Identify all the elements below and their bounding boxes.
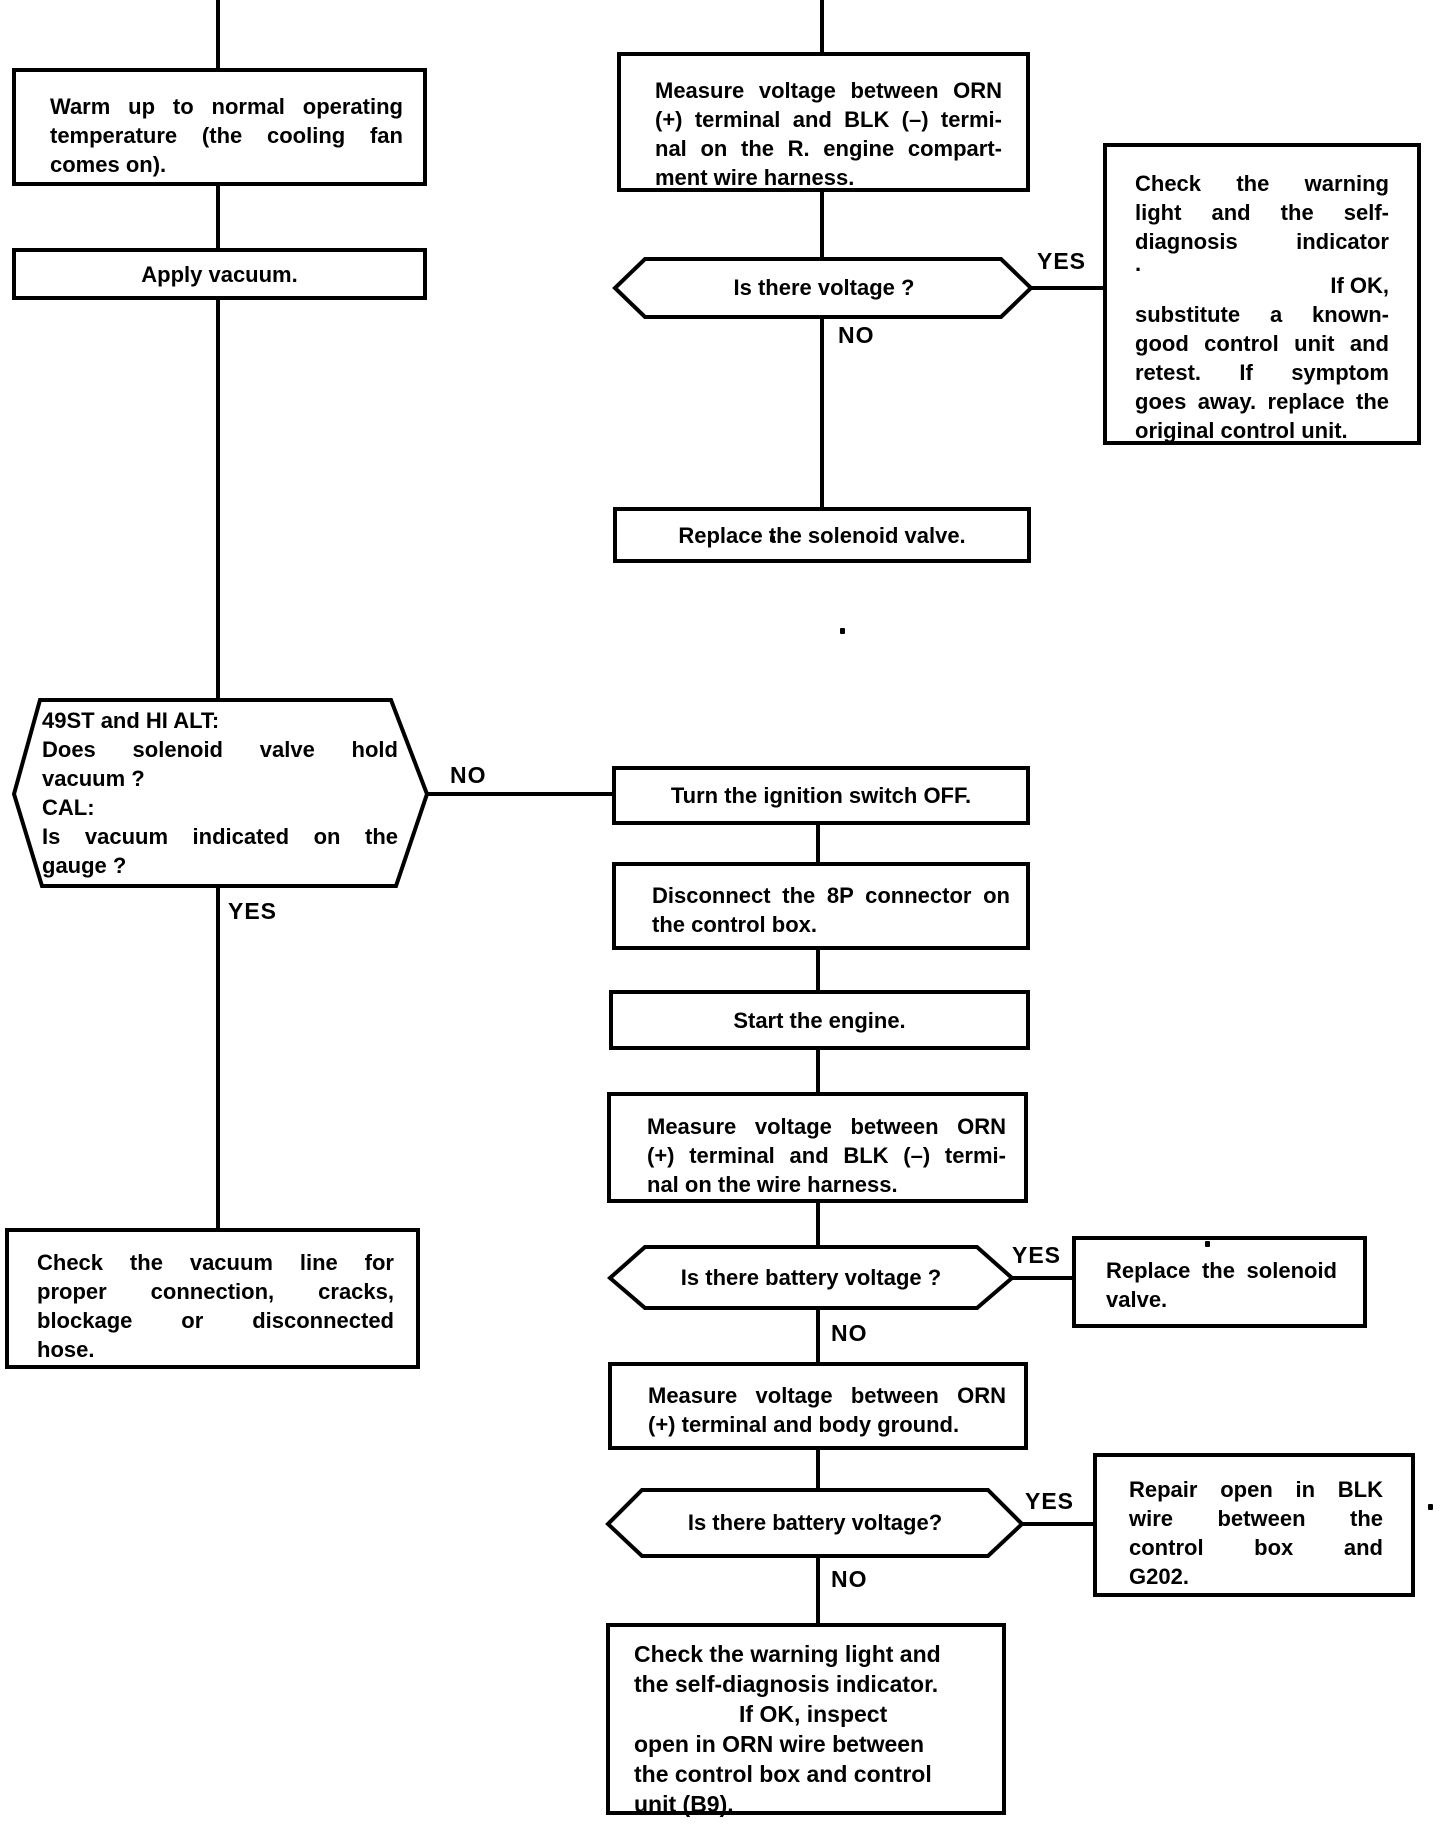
branch-no-voltage: NO — [838, 322, 875, 348]
step-start-engine: Start the engine. — [609, 990, 1030, 1050]
scan-artifact-dot — [1205, 1241, 1210, 1247]
branch-yes-battery-1: YES — [1012, 1242, 1062, 1268]
decision-hexagon-49st — [11, 698, 430, 888]
scan-artifact-dot — [1428, 1504, 1433, 1510]
decision-battery-2-label: Is there battery voltage? — [687, 1510, 943, 1535]
decision-hexagon-voltage — [612, 257, 1034, 319]
decision-hexagon-battery-2 — [605, 1488, 1025, 1558]
decision-battery-1-text: Is there battery voltage ? — [610, 1247, 1012, 1308]
decision-49st-text: 49ST and HI ALT:Does solenoid valve hold… — [42, 708, 398, 878]
step-measure-r-engine-harness: Measure voltage between ORN(+) terminal … — [617, 52, 1030, 192]
scan-artifact-dot — [770, 536, 775, 542]
result-replace-solenoid-valve-top: Replace the solenoid valve. — [613, 507, 1031, 563]
branch-yes-49st: YES — [228, 898, 278, 924]
decision-battery-1-label: Is there battery voltage ? — [680, 1264, 942, 1290]
decision-voltage-label: Is there voltage ? — [733, 275, 915, 300]
step-turn-ignition-off: Turn the ignition switch OFF. — [612, 766, 1030, 825]
decision-hexagon-battery-1 — [606, 1245, 1016, 1310]
step-apply-vacuum-label: Apply vacuum. — [141, 261, 298, 287]
branch-yes-battery-2: YES — [1025, 1488, 1075, 1514]
branch-no-49st: NO — [450, 762, 487, 788]
branch-yes-voltage: YES — [1037, 248, 1087, 274]
result-replace-solenoid-valve-top-label: Replace the solenoid valve. — [678, 522, 966, 548]
scan-artifact-dot — [840, 628, 845, 634]
branch-no-battery-1: NO — [831, 1320, 868, 1346]
step-start-engine-label: Start the engine. — [733, 1007, 906, 1033]
decision-battery-2-text: Is there battery voltage? — [608, 1490, 1022, 1556]
step-turn-ignition-off-label: Turn the ignition switch OFF. — [670, 783, 972, 808]
step-measure-wire-harness: Measure voltage between ORN(+) terminal … — [607, 1092, 1028, 1203]
step-apply-vacuum: Apply vacuum. — [12, 248, 427, 300]
step-measure-body-ground: Measure voltage between ORN(+) terminal … — [608, 1362, 1028, 1450]
decision-voltage-text: Is there voltage ? — [617, 259, 1031, 317]
branch-no-battery-2: NO — [831, 1566, 868, 1592]
